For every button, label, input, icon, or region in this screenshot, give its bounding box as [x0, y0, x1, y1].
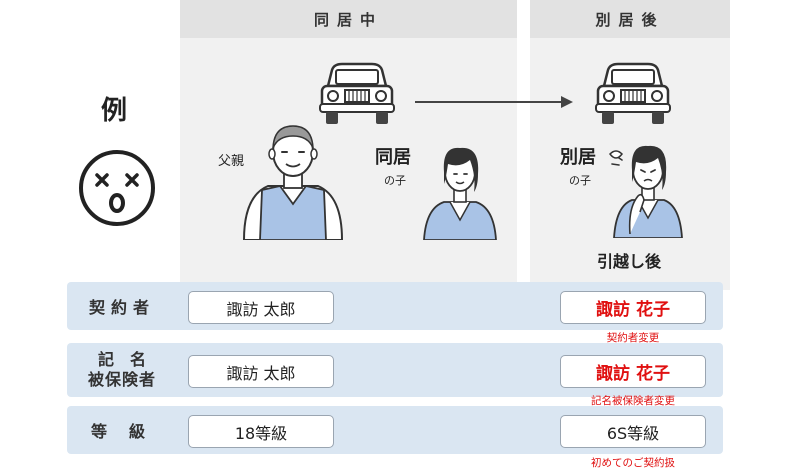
child-separate-label: 別居	[560, 147, 596, 168]
grade-first-contract-note: 初めてのご契約扱	[591, 457, 675, 469]
row-label-contractor: 契約者	[88, 298, 155, 317]
car-icon	[595, 62, 671, 124]
surprised-face-icon	[79, 150, 155, 226]
contractor-after-value: 諏訪 花子	[560, 291, 706, 324]
car-icon	[319, 62, 395, 124]
child-together-illustration	[423, 147, 497, 240]
named-insured-change-note: 記名被保険者変更	[591, 395, 675, 407]
father-illustration	[242, 125, 344, 240]
after-move-label: 引越し後	[597, 252, 662, 271]
contractor-before-value: 諏訪 太郎	[188, 291, 334, 324]
child-separate-illustration	[611, 145, 683, 238]
row-label-line2: 被保険者	[87, 370, 156, 389]
named-insured-after-value: 諏訪 花子	[560, 355, 706, 388]
named-insured-before-value: 諏訪 太郎	[188, 355, 334, 388]
father-label: 父親	[218, 154, 245, 169]
example-label: 例	[101, 96, 130, 126]
row-label-line1: 記名	[97, 350, 162, 369]
sweat-drop-icon	[609, 150, 623, 159]
together-column-header: 同居中	[180, 0, 517, 38]
grade-after-value: 6S等級	[560, 415, 706, 448]
row-label-grade: 等級	[90, 422, 167, 441]
together-column	[180, 0, 517, 290]
grade-before-value: 18等級	[188, 415, 334, 448]
child-together-sublabel: の子	[384, 174, 406, 187]
row-label-named-insured: 記名 被保険者	[67, 343, 177, 397]
contractor-change-note: 契約者変更	[606, 332, 660, 344]
child-together-label: 同居	[375, 147, 411, 168]
separate-column	[530, 0, 730, 290]
separate-column-header: 別居後	[530, 0, 730, 38]
child-separate-sublabel: の子	[569, 174, 591, 187]
arrow-right-icon	[415, 96, 573, 108]
